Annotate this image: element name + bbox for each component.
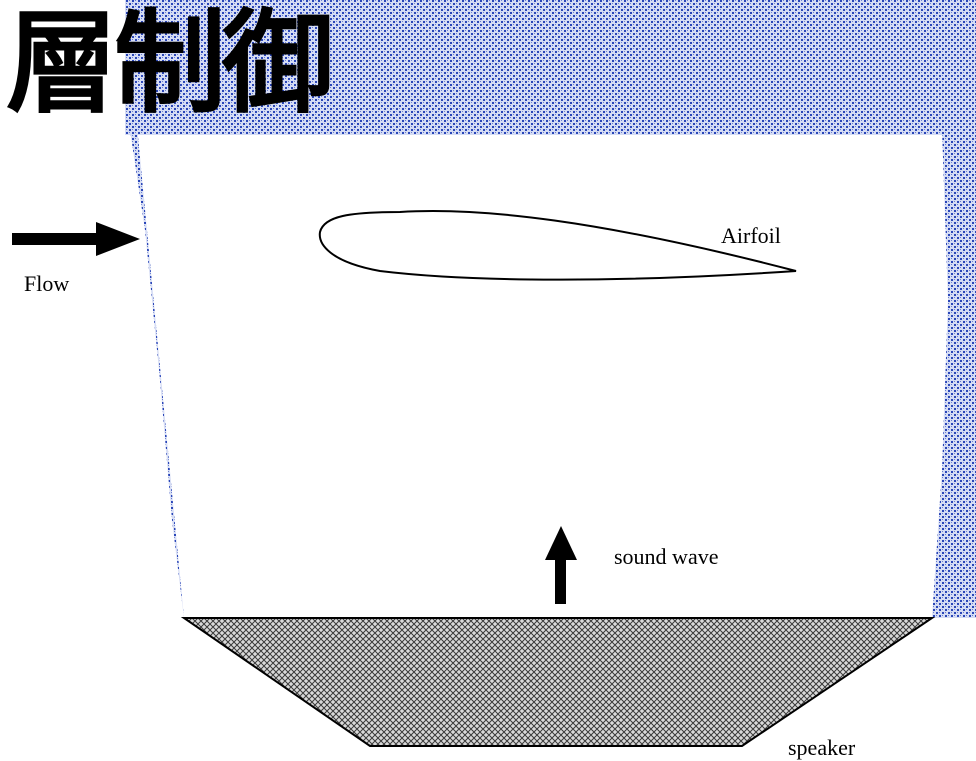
page-title: 層制御 xyxy=(6,0,334,129)
speaker-shape xyxy=(180,617,936,747)
flow-label: Flow xyxy=(24,271,70,296)
speaker-label: speaker xyxy=(788,735,856,760)
sound-wave-arrow xyxy=(545,526,577,604)
airfoil-shape xyxy=(318,210,797,281)
airfoil-label: Airfoil xyxy=(717,222,785,250)
flow-arrow xyxy=(12,222,140,256)
flow-field-top xyxy=(125,0,976,135)
sound-wave-label: sound wave xyxy=(610,543,723,571)
